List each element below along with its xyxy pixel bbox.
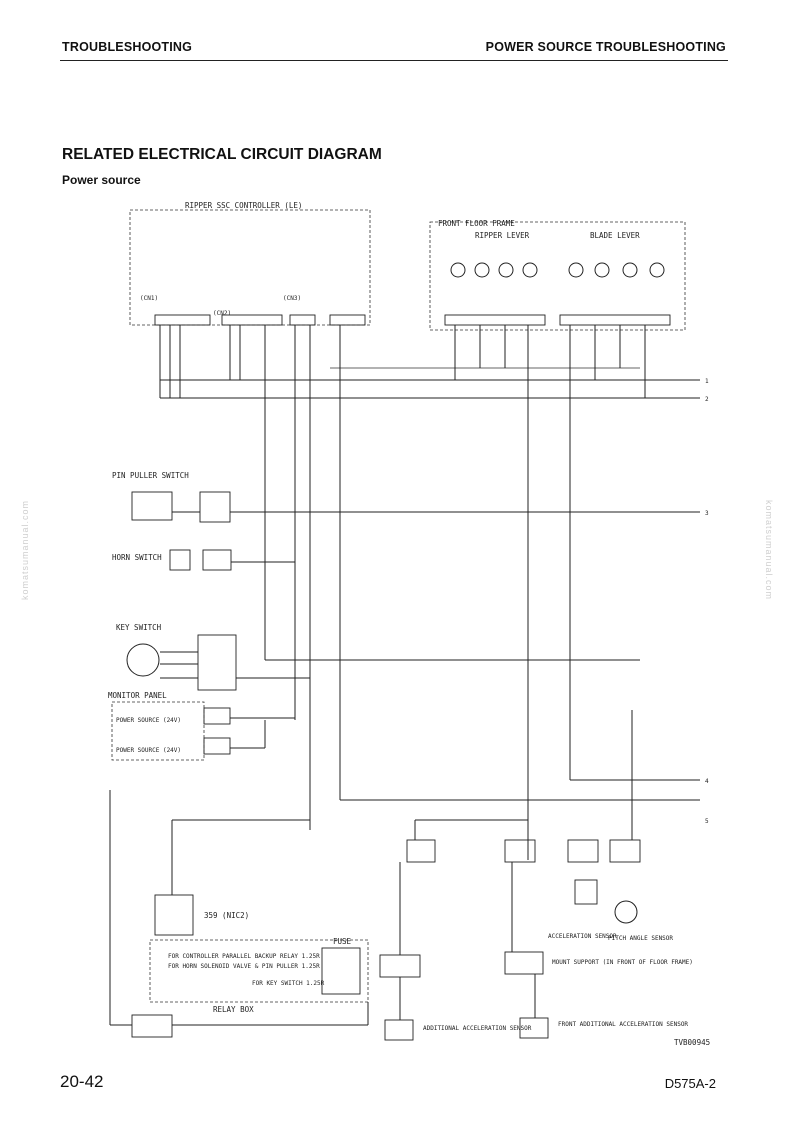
power-source-1-label: POWER SOURCE (24V) [116, 717, 181, 724]
connector-cn1: (CN1) [140, 295, 158, 302]
page-title: RELATED ELECTRICAL CIRCUIT DIAGRAM [62, 146, 382, 163]
line-number-1: 1 [705, 378, 709, 385]
page-number: 20-42 [60, 1072, 104, 1091]
monitor-panel-label: MONITOR PANEL [108, 691, 167, 700]
key-switch-block: KEY SWITCH [116, 623, 310, 691]
line-number-2: 2 [705, 396, 709, 403]
pin-puller-switch-label: PIN PULLER SWITCH [112, 471, 189, 480]
relay-359-label: 359 (NIC2) [204, 911, 249, 920]
drawing-number: TVB00945 [674, 1038, 710, 1047]
page-subtitle: Power source [62, 173, 141, 187]
pitch-angle-sensor-label: PITCH ANGLE SENSOR [608, 935, 673, 942]
header-page-topic: POWER SOURCE TROUBLESHOOTING [485, 40, 726, 54]
header-section-title: TROUBLESHOOTING [62, 40, 193, 54]
header-rule [60, 60, 728, 61]
fuse-line-2: FOR HORN SOLENOID VALVE & PIN PULLER 1.2… [168, 963, 320, 970]
additional-sensor-label: ADDITIONAL ACCELERATION SENSOR [423, 1025, 532, 1032]
front-additional-sensor-label: FRONT ADDITIONAL ACCELERATION SENSOR [558, 1021, 688, 1028]
controller-block: RIPPER SSC CONTROLLER (LE) (CN1) (CN2) (… [129, 201, 371, 326]
mount-support-label: MOUNT SUPPORT (IN FRONT OF FLOOR FRAME) [552, 959, 693, 966]
fuse-label: FUSE [333, 937, 352, 946]
model-number: D575A-2 [664, 1076, 716, 1091]
horn-switch-block: HORN SWITCH [112, 549, 295, 571]
line-number-5: 5 [705, 818, 709, 825]
blade-lever-label: BLADE LEVER [590, 231, 640, 240]
line-number-3: 3 [705, 510, 709, 517]
fuse-line-1: FOR CONTROLLER PARALLEL BACKUP RELAY 1.2… [168, 953, 320, 960]
front-floor-frame-label: FRONT FLOOR FRAME [438, 219, 515, 228]
bus-lines: 1 2 3 4 5 [159, 325, 709, 860]
power-source-2-label: POWER SOURCE (24V) [116, 747, 181, 754]
monitor-panel-block: MONITOR PANEL POWER SOURCE (24V) POWER S… [108, 691, 295, 761]
horn-switch-label: HORN SWITCH [112, 553, 162, 562]
key-switch-label: KEY SWITCH [116, 623, 162, 632]
connector-cn3: (CN3) [283, 295, 301, 302]
relay-block: 359 (NIC2) FOR CONTROLLER PARALLEL BACKU… [109, 790, 369, 1038]
controller-label: RIPPER SSC CONTROLLER (LE) [185, 201, 302, 210]
ripper-lever-label: RIPPER LEVER [475, 231, 530, 240]
relay-box-label: RELAY BOX [213, 1005, 254, 1014]
line-number-4: 4 [705, 778, 709, 785]
sensor-block: ACCELERATION SENSOR PITCH ANGLE SENSOR M… [379, 819, 710, 1047]
pin-puller-switch-block: PIN PULLER SWITCH [112, 471, 265, 523]
watermark-right: komatsumanual.com [764, 500, 774, 601]
connector-cn2: (CN2) [213, 310, 231, 317]
front-floor-frame-block: FRONT FLOOR FRAME RIPPER LEVER BLADE LEV… [429, 219, 686, 331]
acceleration-sensor-label: ACCELERATION SENSOR [548, 933, 617, 940]
fuse-line-3: FOR KEY SWITCH 1.25R [252, 980, 325, 987]
